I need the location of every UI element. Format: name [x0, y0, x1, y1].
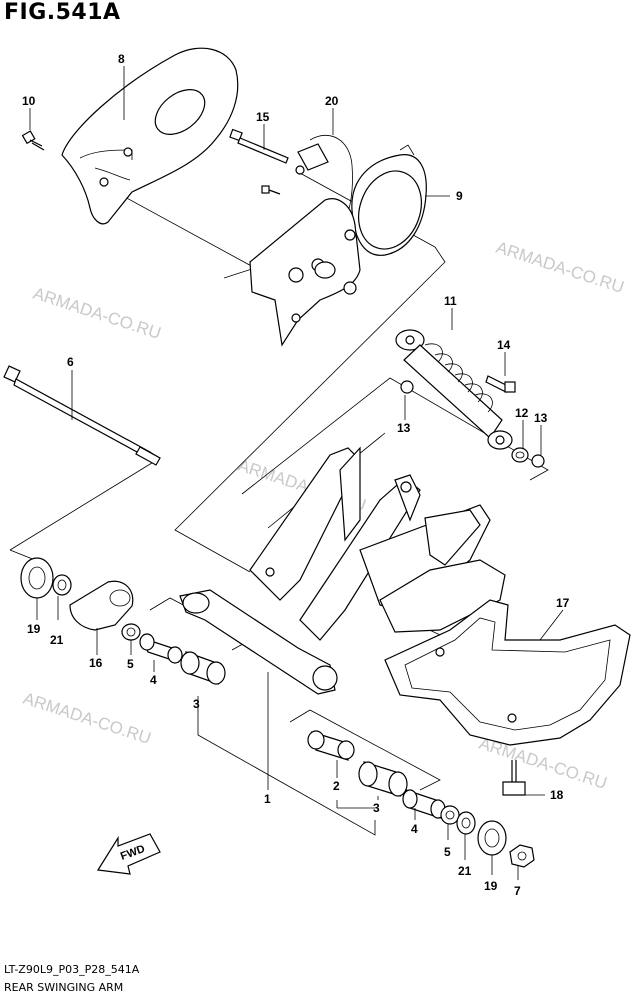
- figure-title: FIG.541A: [4, 0, 121, 25]
- callout-12: 12: [515, 406, 529, 420]
- watermark-2: ARMADA-CO.RU: [494, 238, 627, 297]
- part-5-collar-left: [121, 623, 141, 641]
- part-21-washer-left: [52, 574, 72, 596]
- callout-19-right: 19: [484, 879, 498, 893]
- part-19-seal-left: [20, 557, 54, 599]
- callout-7: 7: [514, 884, 521, 898]
- part-13-washer-upper: [400, 380, 414, 394]
- callout-13-upper: 13: [397, 421, 411, 435]
- callout-9: 9: [456, 189, 463, 203]
- callout-14: 14: [497, 338, 511, 352]
- callout-5-right: 5: [444, 845, 451, 859]
- callout-17: 17: [556, 596, 570, 610]
- part-3-bearing-right: [358, 761, 408, 797]
- callout-20: 20: [325, 94, 339, 108]
- callout-11: 11: [444, 294, 457, 308]
- callout-18: 18: [550, 788, 564, 802]
- callout-8: 8: [118, 52, 125, 66]
- figure-caption: REAR SWINGING ARM: [4, 981, 124, 994]
- callout-21-right: 21: [458, 864, 472, 878]
- callout-15: 15: [256, 110, 270, 124]
- part-3-bearing-left: [180, 651, 226, 685]
- part-15-bolt: [229, 128, 289, 164]
- part-19-seal-right: [477, 820, 507, 856]
- part-10-bolt: [21, 130, 45, 151]
- part-18-bolt: [502, 760, 526, 796]
- part-2-bushing-right: [307, 730, 355, 761]
- part-20-clip: [295, 135, 353, 221]
- watermark-4: ARMADA-CO.RU: [21, 689, 154, 748]
- callout-3-left: 3: [193, 697, 200, 711]
- part-12-nut: [511, 447, 529, 463]
- part-14-bolt: [485, 375, 516, 393]
- callout-6: 6: [67, 355, 74, 369]
- callout-10: 10: [22, 94, 36, 108]
- callout-3-right: 3: [373, 801, 380, 815]
- fwd-direction-badge: FWD: [96, 833, 161, 875]
- callout-1: 1: [264, 792, 271, 806]
- part-21-washer-right: [456, 811, 476, 835]
- part-5-collar-right: [440, 805, 460, 825]
- part-11-shock-absorber: [395, 329, 513, 450]
- part-4-bushing-left: [139, 633, 183, 664]
- part-17-skid-plate: [384, 599, 631, 746]
- lower-cover-plate: [249, 198, 361, 347]
- part-1-swing-arm: [179, 446, 506, 695]
- figure-code: LT-Z90L9_P03_P28_541A: [4, 963, 140, 976]
- watermark-5: ARMADA-CO.RU: [477, 734, 610, 793]
- small-bolt: [261, 185, 281, 195]
- callout-16: 16: [89, 656, 103, 670]
- callout-labels: 8 10 15 20 9 11 6 14 12 13 13 17 18 19 2…: [22, 52, 570, 898]
- callout-19-left: 19: [27, 622, 41, 636]
- part-6-axle-bolt: [3, 365, 161, 466]
- part-8-upper-cover: [61, 47, 239, 225]
- callout-5-left: 5: [127, 657, 134, 671]
- callout-2: 2: [333, 779, 340, 793]
- part-16-cap: [69, 580, 134, 631]
- part-4-bushing-right: [402, 789, 446, 819]
- callout-21-left: 21: [50, 633, 64, 647]
- leader-lines: [29, 66, 564, 880]
- callout-4-right: 4: [411, 822, 418, 836]
- part-13-washer-lower: [531, 454, 545, 468]
- callout-13-lower: 13: [534, 411, 548, 425]
- callout-4-left: 4: [150, 673, 157, 687]
- watermark-1: ARMADA-CO.RU: [31, 284, 164, 343]
- part-7-nut: [509, 844, 535, 868]
- part-9-guard: [351, 144, 427, 256]
